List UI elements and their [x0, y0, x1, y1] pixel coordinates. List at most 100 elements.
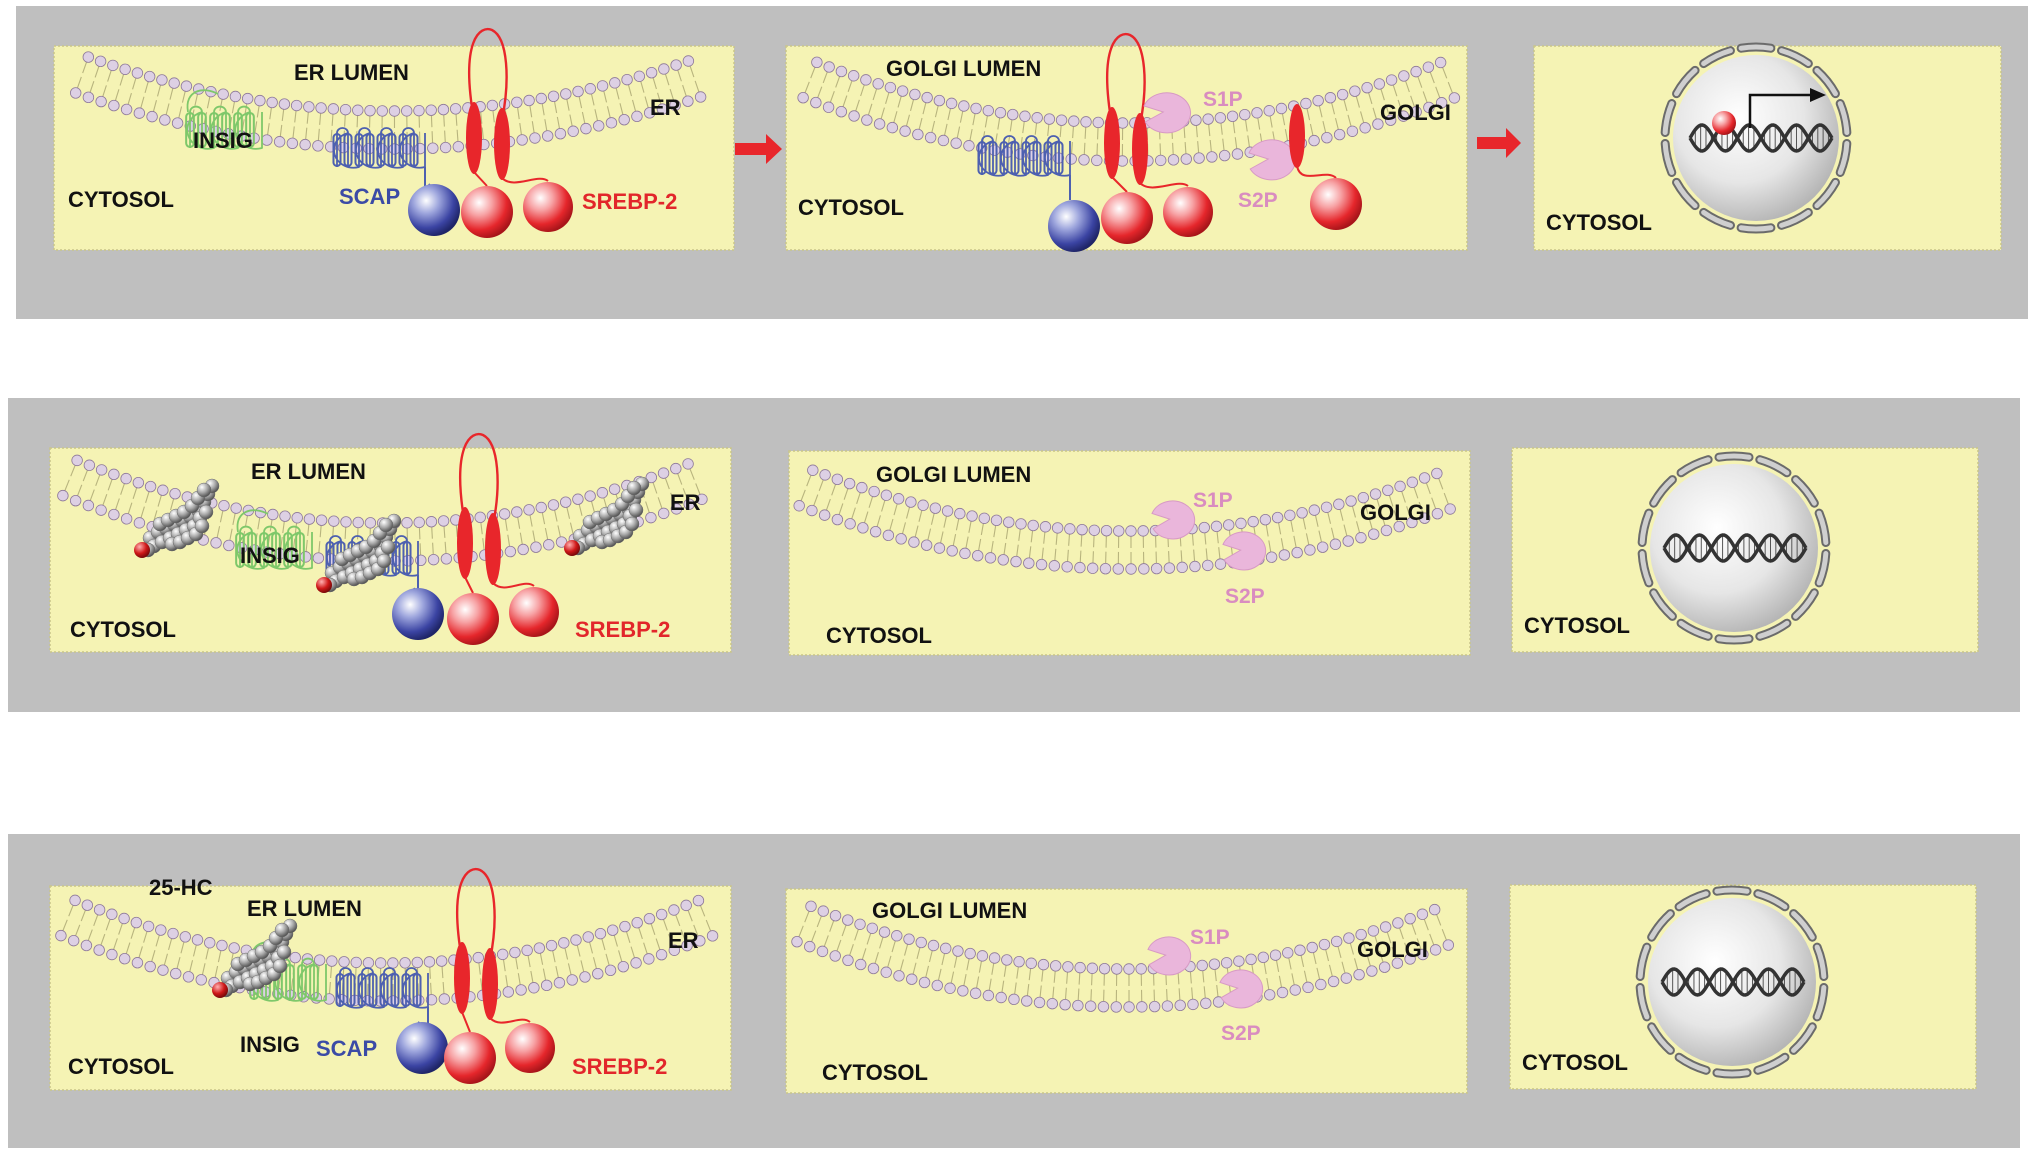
lipid-head [969, 987, 982, 999]
srebp-domain-ball [447, 593, 499, 645]
lipid-head [1193, 152, 1205, 164]
lipid-head [1100, 524, 1113, 537]
sterol-atom [196, 482, 212, 498]
lipid-head [414, 142, 426, 155]
srebp-tm-helix [1132, 113, 1148, 185]
lipid-head [1190, 114, 1202, 126]
lipid-head [844, 518, 856, 530]
lipid-head [1336, 88, 1349, 101]
lipid-head [835, 65, 848, 78]
scap-protein [335, 967, 448, 1074]
lipid-head [401, 517, 413, 529]
lipid-head [680, 899, 692, 912]
lipid-head [299, 551, 312, 563]
lipid-head [144, 480, 157, 493]
lipid-head [1302, 981, 1314, 994]
lipid-head [133, 517, 146, 529]
lipid-head [1046, 997, 1059, 1010]
lipid-head [119, 63, 131, 75]
lipid-head [254, 94, 266, 107]
red-right-arrow-icon [735, 134, 782, 164]
lipid-head [937, 134, 950, 147]
cytosol-label: CYTOSOL [68, 1054, 174, 1079]
srebp-tm-helix [466, 102, 482, 174]
nuclear-envelope-segment [1755, 891, 1788, 910]
lipid-head [682, 95, 694, 107]
lipid-head [1061, 561, 1073, 573]
lipid-head [1202, 113, 1214, 125]
lipid-head [437, 103, 450, 116]
insig-loop [236, 509, 269, 533]
nuclear-envelope-segment [1651, 590, 1675, 619]
lipid-head [878, 926, 891, 938]
lipid-head [1398, 70, 1410, 82]
lipid-head [950, 137, 962, 149]
lipid-head [523, 94, 535, 107]
lipid-head [1384, 114, 1397, 126]
lipid-head [83, 459, 96, 471]
lipid-head [108, 468, 120, 481]
lipid-head [315, 514, 328, 526]
lipid-head [1349, 85, 1361, 97]
lipid-head [553, 977, 566, 989]
lipid-head [1123, 1001, 1135, 1013]
lipid-head [1382, 484, 1394, 496]
lipid-head [1098, 962, 1111, 975]
lipid-head [1084, 1000, 1097, 1012]
lipid-head [1023, 557, 1035, 569]
lipid-head [831, 473, 844, 486]
lipid-head [880, 489, 893, 501]
lipid-head [670, 59, 682, 71]
srebp-2-protein [1101, 32, 1213, 244]
scap-label: SCAP [339, 184, 400, 209]
srebp-linker [489, 1017, 531, 1024]
lipid-head [982, 104, 994, 117]
lipid-head [1027, 519, 1039, 532]
nuclear-envelope-segment [1678, 620, 1711, 639]
srebp-2-protein [444, 867, 555, 1084]
nuclear-envelope-segment [1674, 179, 1698, 209]
lipid-head [1308, 134, 1320, 147]
er-panel: ER LUMEN ER INSIG SCAP SREBP-2 CYTOSOL [53, 27, 735, 251]
lipid-head [1068, 115, 1080, 127]
lipid-head [918, 976, 931, 989]
lipid-head [1308, 504, 1321, 516]
lipid-head [1296, 507, 1308, 519]
lipid-head [1099, 562, 1112, 575]
lipid-head [656, 103, 669, 115]
lipid-head [1136, 1001, 1148, 1013]
lipid-head [541, 130, 554, 142]
lipid-head [1435, 97, 1448, 109]
lipid-head [1269, 949, 1282, 961]
lipid-head [670, 462, 682, 475]
lipid-head [1074, 961, 1086, 974]
golgi-lumen-label: GOLGI LUMEN [872, 898, 1027, 923]
lipid-head [528, 982, 540, 994]
lipid-head [869, 525, 882, 538]
lipid-head [1125, 525, 1137, 537]
srebp-linker [1139, 182, 1189, 189]
s1p-protease [1147, 936, 1192, 976]
srebp-domain-ball [523, 182, 573, 232]
lipid-head [108, 508, 120, 521]
lipid-head [1214, 558, 1227, 570]
golgi-lumen-label: GOLGI LUMEN [876, 462, 1031, 487]
srebp-linker [492, 582, 535, 589]
lipid-head [882, 529, 895, 542]
golgi-membrane-label: GOLGI [1357, 937, 1428, 962]
nuclear-envelope-segment [1791, 1024, 1815, 1053]
lipid-head [658, 63, 670, 75]
lipid-head [218, 499, 230, 512]
golgi-panel: GOLGI LUMEN GOLGI S1P S2P CYTOSOL [788, 450, 1471, 656]
lipid-head [657, 507, 670, 520]
s1p-label: S1P [1203, 88, 1243, 111]
lipid-head [313, 954, 326, 966]
srebp-lumenal-loop [1106, 32, 1146, 126]
lipid-head [1206, 151, 1218, 163]
lipid-head [1233, 955, 1245, 967]
nuclear-envelope-segment [1755, 1054, 1788, 1073]
row-1: ER LUMEN ER INSIG SCAP SREBP-2 CYTOSOL G… [16, 6, 2028, 319]
lipid-head [572, 493, 584, 505]
lipid-head [312, 140, 324, 152]
